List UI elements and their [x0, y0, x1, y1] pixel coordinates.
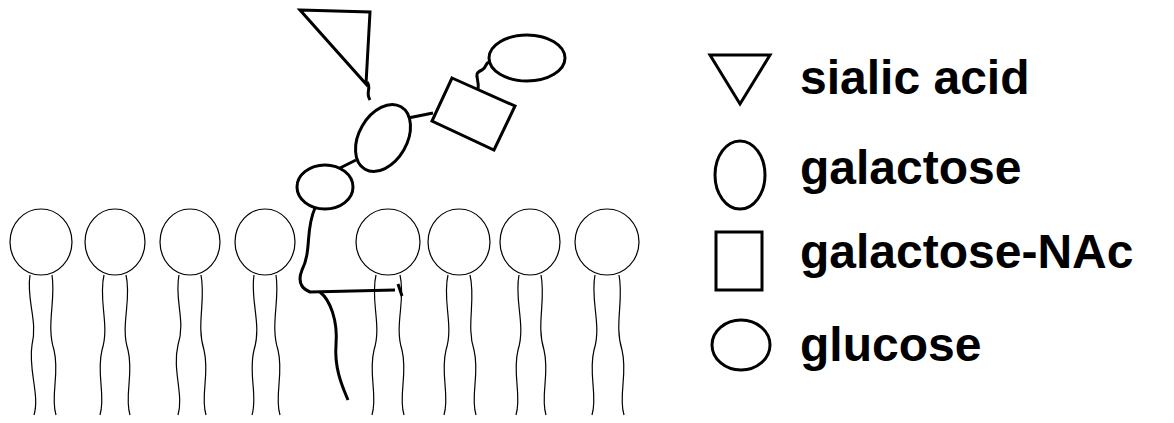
- legend-label: galactose: [800, 142, 1021, 195]
- legend-label: sialic acid: [800, 52, 1029, 105]
- ellipse-symbol: [715, 141, 765, 209]
- glycolipid: [297, 10, 565, 400]
- circle-symbol: [712, 320, 770, 370]
- rectangle-symbol: [716, 232, 762, 290]
- legend-label: galactose-NAc: [800, 226, 1133, 279]
- triangle-symbol: [710, 55, 770, 104]
- lipid-bilayer: [10, 209, 639, 415]
- legend-symbols: [710, 55, 770, 370]
- legend-label: glucose: [800, 319, 981, 372]
